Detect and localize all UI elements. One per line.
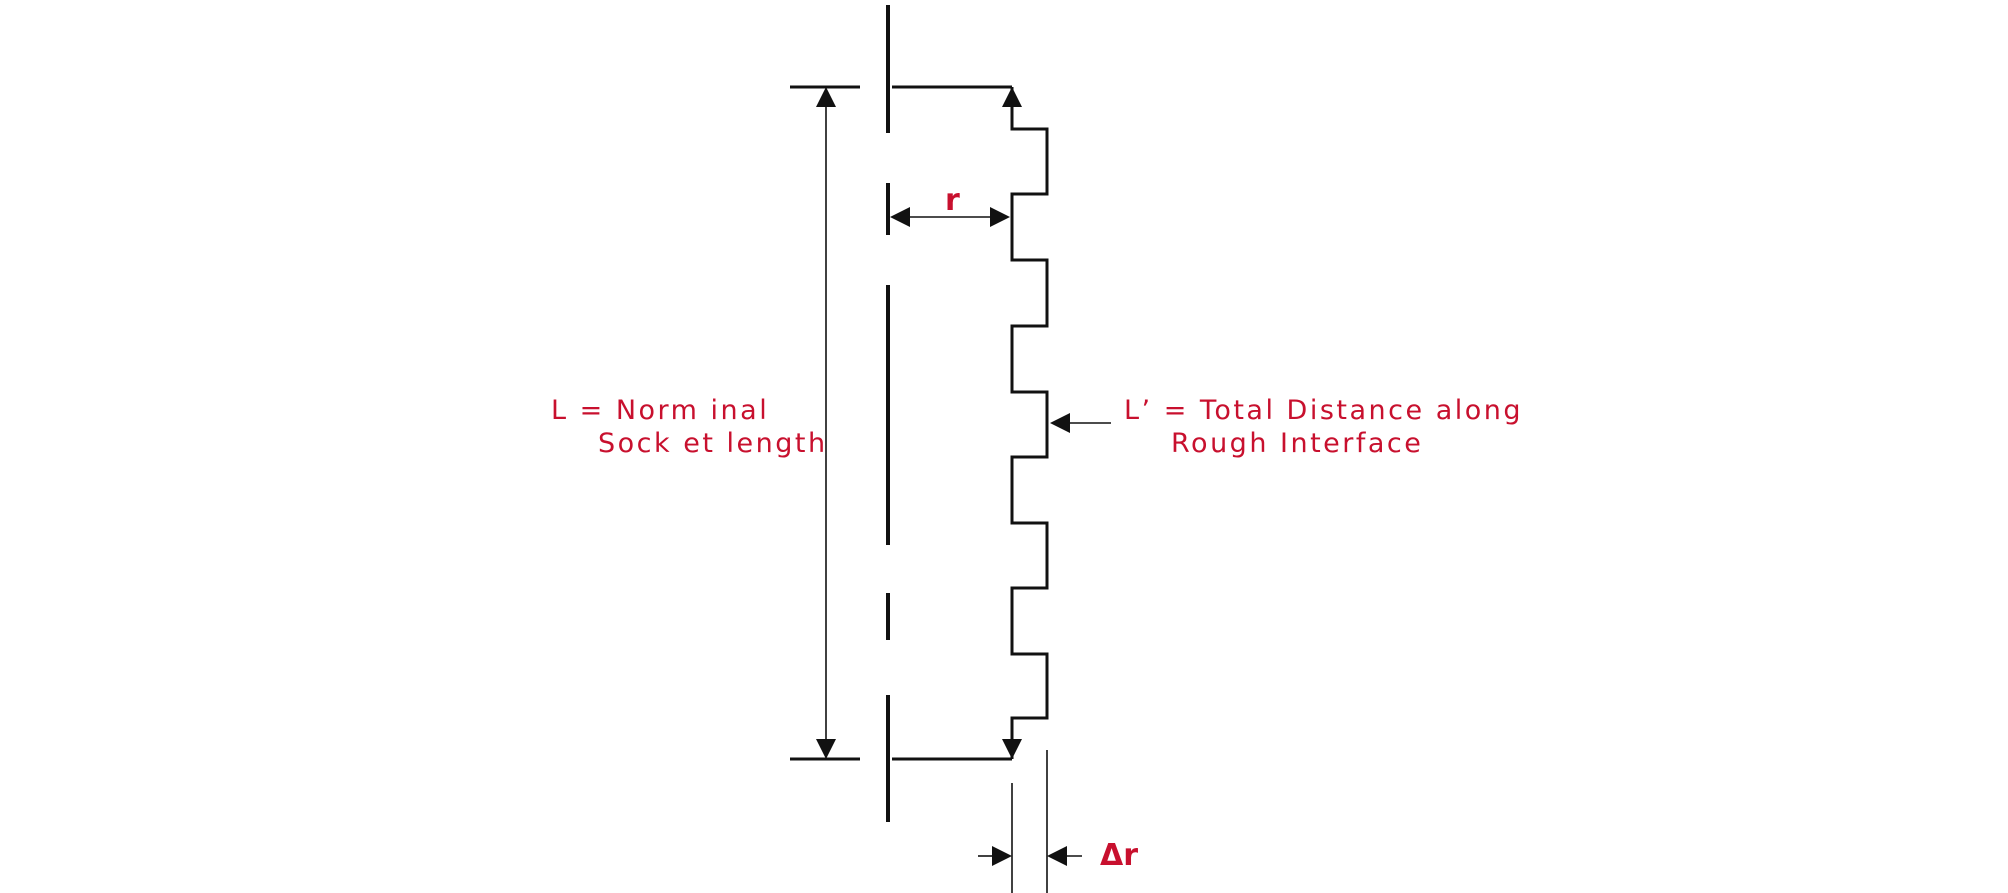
r-arrowhead-right xyxy=(990,207,1010,227)
delta-r-label: Δr xyxy=(1100,838,1138,873)
rough-interface-profile xyxy=(1010,87,1049,759)
delta-r-arrowhead-right xyxy=(1047,846,1067,866)
r-arrowhead-left xyxy=(890,207,910,227)
radius-dimension xyxy=(890,207,1010,227)
nominal-length-label-line1: L = Norm inal xyxy=(551,395,769,426)
pointer-arrowhead xyxy=(1050,413,1070,433)
interface-pointer xyxy=(1050,413,1111,433)
nominal-length-dimension xyxy=(816,87,836,759)
r-label: r xyxy=(945,183,960,218)
arrowhead-down xyxy=(816,739,836,759)
delta-r-arrowhead-left xyxy=(992,846,1012,866)
profile-bottom-arrowhead xyxy=(1002,739,1022,759)
nominal-length-label-line2: Sock et length xyxy=(598,428,828,459)
socket-boundary-lines xyxy=(790,85,1012,761)
total-distance-label-line1: L’ = Total Distance along xyxy=(1124,395,1523,426)
delta-r-dimension xyxy=(978,750,1082,893)
profile-top-arrowhead xyxy=(1002,87,1022,107)
total-distance-label-line2: Rough Interface xyxy=(1171,428,1423,459)
arrowhead-up xyxy=(816,87,836,107)
